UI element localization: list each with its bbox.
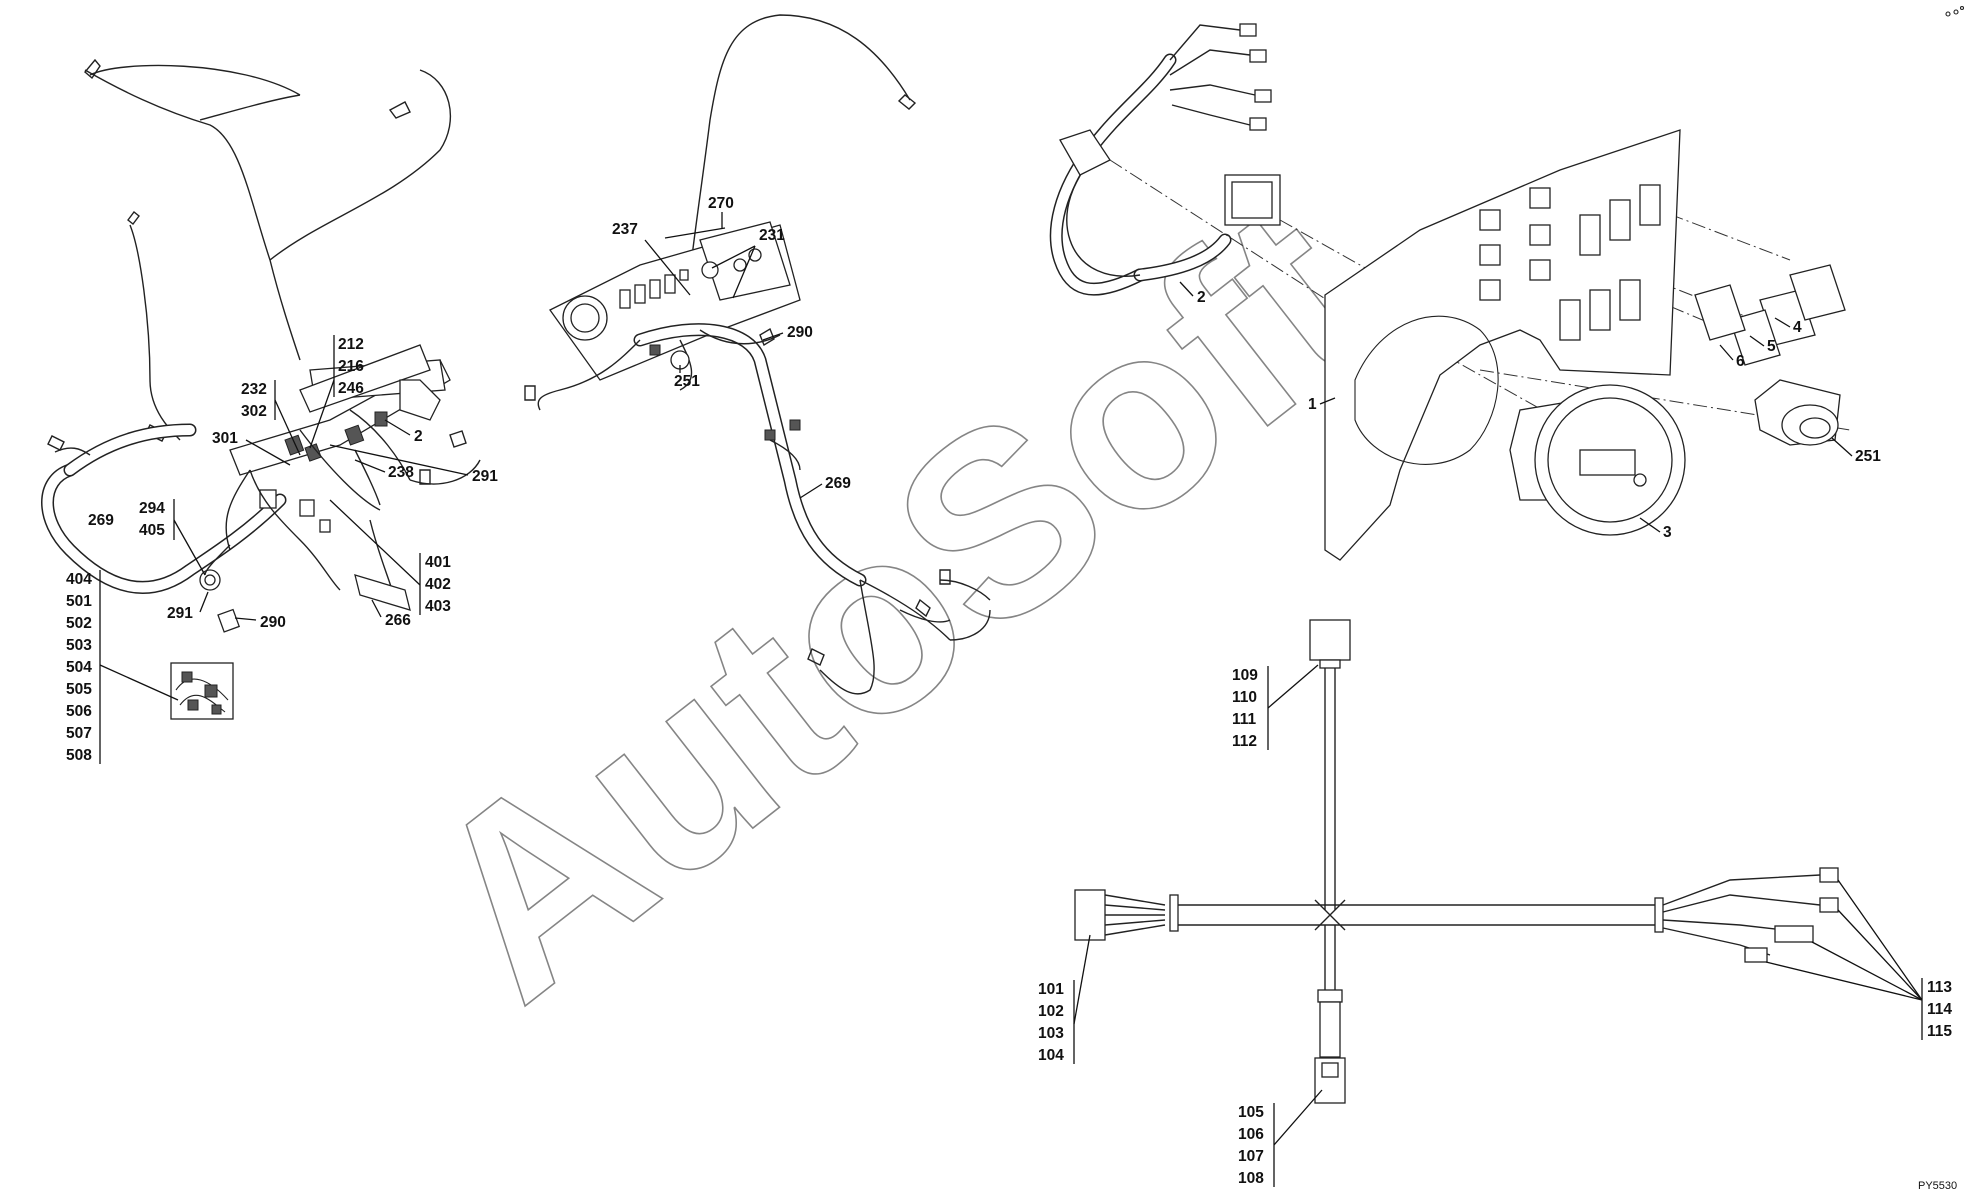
label-269-left: 269 (88, 512, 114, 529)
label-3: 3 (1663, 524, 1672, 541)
bracket-266 (354, 574, 411, 611)
ignition-switch-251 (1754, 379, 1841, 446)
instrument-panel-assembly (1049, 23, 1851, 561)
antenna-wire (84, 69, 301, 361)
grommet-290 (217, 608, 241, 633)
label-505: 505 (66, 681, 92, 698)
label-294: 294 (139, 500, 165, 517)
label-107: 107 (1238, 1148, 1264, 1165)
label-290-left: 290 (260, 614, 286, 631)
long-wire (684, 14, 911, 326)
watermark: AutoSoft (375, 149, 1420, 1055)
antenna-wire-branch (199, 94, 301, 121)
label-212: 212 (338, 336, 364, 353)
connector-left-harness (1074, 889, 1106, 941)
gauge-cutout (1354, 315, 1499, 465)
label-113: 113 (1927, 979, 1952, 996)
connector-top (1309, 619, 1351, 661)
label-506: 506 (66, 703, 92, 720)
label-266: 266 (385, 612, 411, 629)
label-111: 111 (1232, 711, 1257, 728)
label-102: 102 (1038, 1003, 1064, 1020)
left-harness-assembly (41, 58, 481, 720)
label-238: 238 (388, 464, 414, 481)
label-232: 232 (241, 381, 267, 398)
label-290-mid: 290 (787, 324, 813, 341)
label-103: 103 (1038, 1025, 1064, 1042)
label-302: 302 (241, 403, 267, 420)
label-503: 503 (66, 637, 92, 654)
label-6: 6 (1736, 353, 1745, 370)
label-231: 231 (759, 227, 785, 244)
label-110: 110 (1232, 689, 1257, 706)
middle-labels: 270 237 231 290 251 269 (612, 195, 851, 499)
label-stack-left: 404 501 502 503 504 505 506 507 508 (66, 570, 179, 764)
label-104: 104 (1038, 1047, 1064, 1064)
left-labels: 212 216 246 232 302 301 2 238 291 269 29… (66, 335, 498, 764)
label-507: 507 (66, 725, 92, 742)
middle-harness-assembly (524, 14, 991, 695)
label-291-bottom: 291 (167, 605, 193, 622)
harness-labels: 109 110 111 112 101 102 103 104 105 106 … (1038, 664, 1957, 1192)
drawing-code: PY5530 (1918, 1180, 1957, 1192)
label-251-mid: 251 (674, 373, 700, 390)
label-101: 101 (1038, 981, 1064, 998)
gauge-3 (1509, 384, 1686, 536)
label-502: 502 (66, 615, 92, 632)
label-246: 246 (338, 380, 364, 397)
panel-labels: 2 1 3 4 5 6 251 (1179, 281, 1881, 541)
label-216: 216 (338, 358, 364, 375)
label-301: 301 (212, 430, 238, 447)
label-291-top: 291 (472, 468, 498, 485)
label-108: 108 (1238, 1170, 1264, 1187)
label-269-mid: 269 (825, 475, 851, 492)
label-405: 405 (139, 522, 165, 539)
label-402: 402 (425, 576, 451, 593)
label-2-panel: 2 (1197, 289, 1206, 306)
label-404: 404 (66, 571, 92, 588)
label-112: 112 (1232, 733, 1257, 750)
label-1: 1 (1308, 396, 1317, 413)
antenna-connector (84, 58, 101, 80)
watermark-text: AutoSoft (376, 150, 1419, 1054)
label-237: 237 (612, 221, 638, 238)
label-2: 2 (414, 428, 423, 445)
label-508: 508 (66, 747, 92, 764)
label-504: 504 (66, 659, 92, 676)
corner-mark (1945, 5, 1965, 17)
label-270: 270 (708, 195, 734, 212)
label-115: 115 (1927, 1023, 1952, 1040)
label-109: 109 (1232, 667, 1258, 684)
label-5: 5 (1767, 338, 1776, 355)
label-114: 114 (1927, 1001, 1952, 1018)
harness-schematic (1074, 619, 1839, 1104)
label-4: 4 (1793, 319, 1802, 336)
label-403: 403 (425, 598, 451, 615)
label-501: 501 (66, 593, 92, 610)
label-105: 105 (1238, 1104, 1264, 1121)
label-106: 106 (1238, 1126, 1264, 1143)
label-251-panel: 251 (1855, 448, 1881, 465)
label-401: 401 (425, 554, 451, 571)
rocker-switches (1694, 264, 1846, 366)
